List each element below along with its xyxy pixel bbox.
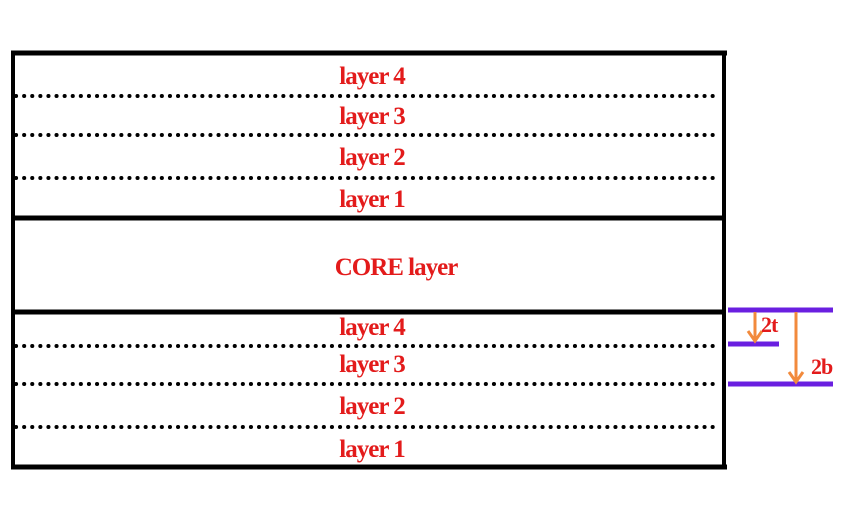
arrow-2b-icon	[787, 312, 805, 385]
lower-layer-3-label: layer 3	[339, 351, 405, 378]
core-layer-label: CORE layer	[335, 254, 459, 281]
lower-layer-4-label: layer 4	[339, 314, 406, 341]
dimension-2t-label: 2t	[761, 312, 779, 337]
upper-layer-3-label: layer 3	[339, 103, 405, 130]
dimension-2b-label: 2b	[811, 354, 833, 379]
upper-layer-1-label: layer 1	[339, 186, 405, 213]
arrow-2t-icon	[746, 312, 764, 344]
lower-layer-1-label: layer 1	[339, 436, 405, 463]
upper-layer-2-label: layer 2	[339, 144, 405, 171]
upper-layer-4-label: layer 4	[339, 63, 406, 90]
lower-layer-2-label: layer 2	[339, 393, 405, 420]
